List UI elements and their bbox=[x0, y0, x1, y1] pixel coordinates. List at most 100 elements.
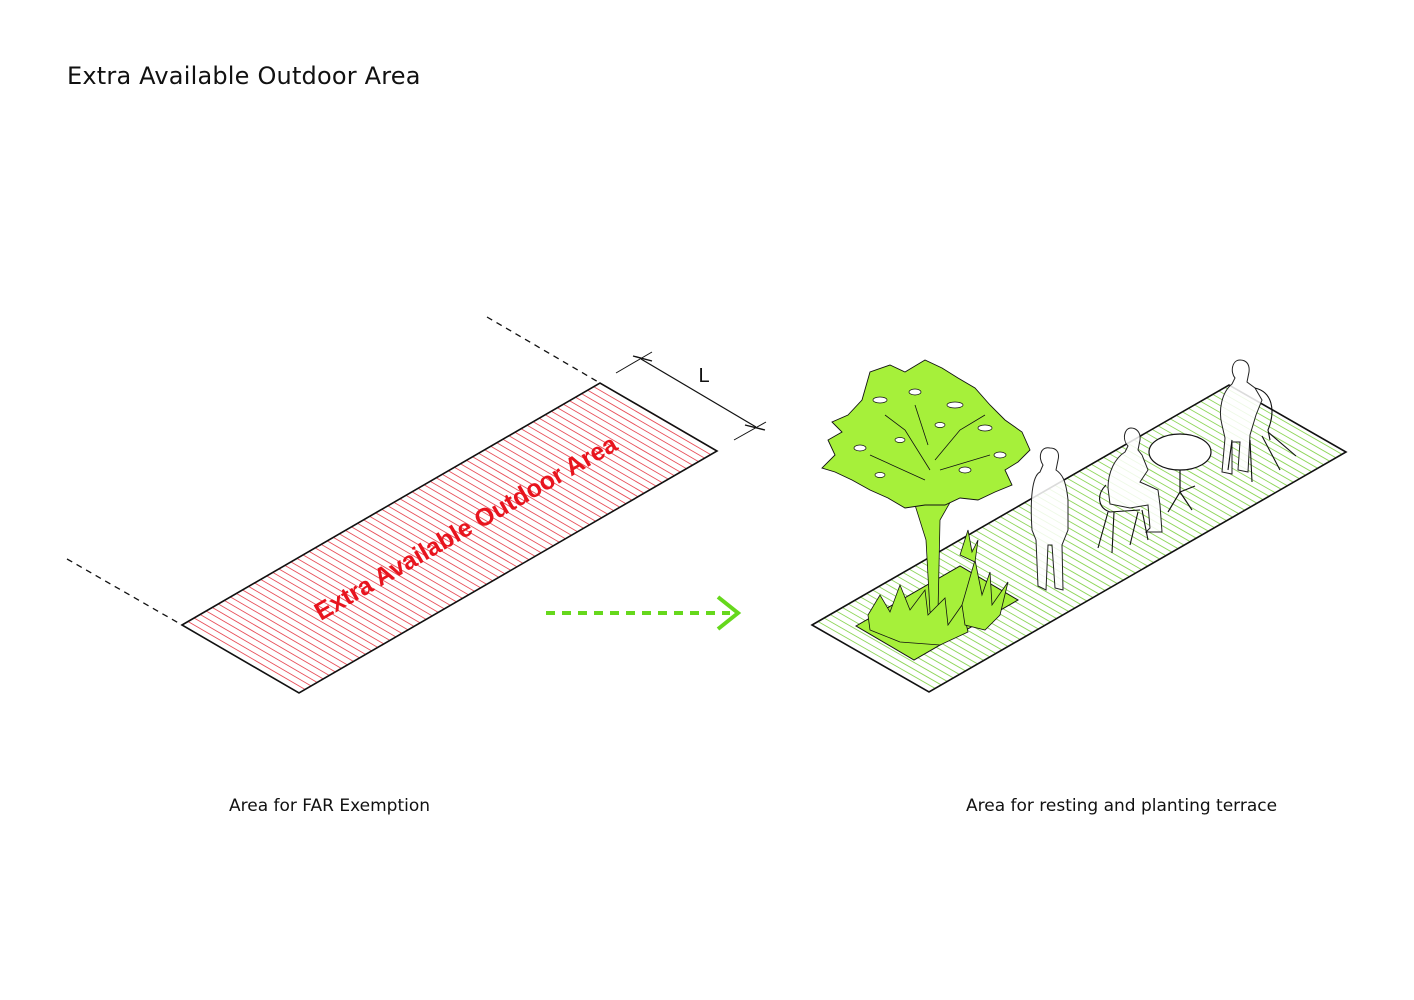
hatch-line bbox=[472, 456, 595, 528]
chair-icon-2 bbox=[1227, 387, 1297, 483]
hatch-line bbox=[1193, 404, 1316, 475]
dimension-label: L bbox=[698, 365, 709, 387]
hatch-line bbox=[315, 547, 437, 619]
hatch-line bbox=[206, 610, 328, 682]
hatch-line bbox=[1005, 512, 1128, 583]
dim-tick-line-top bbox=[615, 351, 653, 374]
hatch-line bbox=[496, 442, 619, 514]
hatch-line bbox=[345, 530, 467, 602]
hatch-line bbox=[563, 404, 686, 476]
hatch-line bbox=[327, 540, 449, 612]
hatch-line bbox=[333, 537, 455, 609]
dim-tick-line-bottom bbox=[733, 421, 767, 441]
hatch-line bbox=[442, 474, 564, 546]
hatch-line bbox=[490, 446, 613, 518]
hatch-line bbox=[975, 530, 1098, 601]
hatch-line bbox=[454, 467, 576, 539]
shrubs-icon bbox=[867, 529, 1009, 646]
extension-line-top bbox=[486, 316, 601, 384]
left-caption: Area for FAR Exemption bbox=[229, 796, 431, 816]
hatch-line bbox=[199, 614, 322, 686]
hatch-line bbox=[551, 411, 673, 483]
hatch-line bbox=[557, 407, 680, 479]
hatch-line bbox=[1066, 477, 1189, 548]
hatch-line bbox=[381, 509, 504, 581]
hatch-line bbox=[575, 397, 698, 469]
dim-slash-bottom bbox=[744, 424, 766, 431]
hatch-line bbox=[969, 533, 1092, 604]
hatch-line bbox=[242, 589, 364, 661]
hatch-line bbox=[460, 463, 583, 535]
hatch-line bbox=[248, 586, 370, 658]
hatch-line bbox=[515, 432, 637, 504]
hatch-line bbox=[230, 596, 352, 668]
hatch-line bbox=[503, 439, 625, 511]
hatch-line bbox=[309, 551, 431, 623]
hatch-line bbox=[448, 470, 570, 542]
hatch-line bbox=[478, 453, 601, 525]
hatch-line bbox=[321, 544, 443, 616]
hatch-line bbox=[363, 519, 486, 591]
hatch-line bbox=[400, 498, 522, 570]
hatch-line bbox=[939, 551, 1062, 622]
hatch-line bbox=[1127, 442, 1249, 513]
hatch-line bbox=[587, 390, 710, 462]
hatch-line bbox=[945, 547, 1068, 618]
slab-outline bbox=[180, 382, 719, 694]
hatch-line bbox=[357, 523, 479, 595]
hatch-line bbox=[1175, 414, 1298, 485]
hatch-line bbox=[436, 477, 558, 549]
dimension-marker: L bbox=[615, 351, 767, 441]
seated-person-icon bbox=[1097, 427, 1163, 554]
hatch-line bbox=[339, 533, 461, 605]
hatch-line bbox=[369, 516, 492, 588]
table-icon bbox=[1148, 433, 1212, 513]
hatch-line bbox=[254, 582, 376, 654]
hatch-line bbox=[284, 565, 407, 637]
hatch-line bbox=[193, 617, 316, 689]
hatch-line bbox=[430, 481, 552, 553]
hatch-line bbox=[545, 414, 667, 486]
extension-line-left bbox=[66, 558, 183, 626]
hatch-line bbox=[212, 607, 334, 679]
hatch-line bbox=[1072, 474, 1195, 545]
hatch-line bbox=[260, 579, 382, 651]
hatch-line bbox=[351, 526, 473, 598]
hatch-line bbox=[412, 491, 534, 563]
seated-person-icon-2 bbox=[1219, 359, 1297, 483]
hatch-line bbox=[823, 617, 946, 688]
right-caption: Area for resting and planting terrace bbox=[966, 796, 1278, 816]
hatch-line bbox=[1054, 484, 1177, 555]
hatch-line bbox=[187, 621, 310, 693]
hatch-line bbox=[290, 561, 413, 633]
hatch-line bbox=[539, 418, 661, 490]
hatch-line bbox=[303, 554, 425, 626]
hatch-line bbox=[527, 425, 649, 497]
hatch-line bbox=[393, 502, 516, 574]
hatch-line bbox=[1048, 488, 1171, 559]
hatch-line bbox=[236, 593, 358, 665]
hatch-line bbox=[521, 428, 643, 500]
hatch-line bbox=[569, 400, 692, 472]
hatch-line bbox=[484, 449, 607, 521]
hatch-line bbox=[424, 484, 546, 556]
hatch-line bbox=[418, 488, 540, 560]
tree-icon bbox=[821, 359, 1031, 613]
page-title: Extra Available Outdoor Area bbox=[67, 62, 421, 90]
hatch-line bbox=[272, 572, 395, 644]
hatch-line bbox=[987, 523, 1110, 594]
transform-arrow bbox=[546, 595, 742, 631]
hatch-line bbox=[829, 614, 952, 685]
hatch-line bbox=[296, 558, 419, 630]
hatch-line bbox=[593, 386, 716, 458]
hatch-line bbox=[266, 575, 389, 647]
far-exemption-slab: Extra Available Outdoor Area L bbox=[66, 316, 767, 694]
hatch-line bbox=[278, 568, 401, 640]
hatch-line bbox=[581, 393, 704, 465]
hatch-line bbox=[218, 603, 340, 675]
arrow-head bbox=[716, 595, 742, 631]
hatch-line bbox=[957, 540, 1080, 611]
hatch-line bbox=[375, 512, 498, 584]
